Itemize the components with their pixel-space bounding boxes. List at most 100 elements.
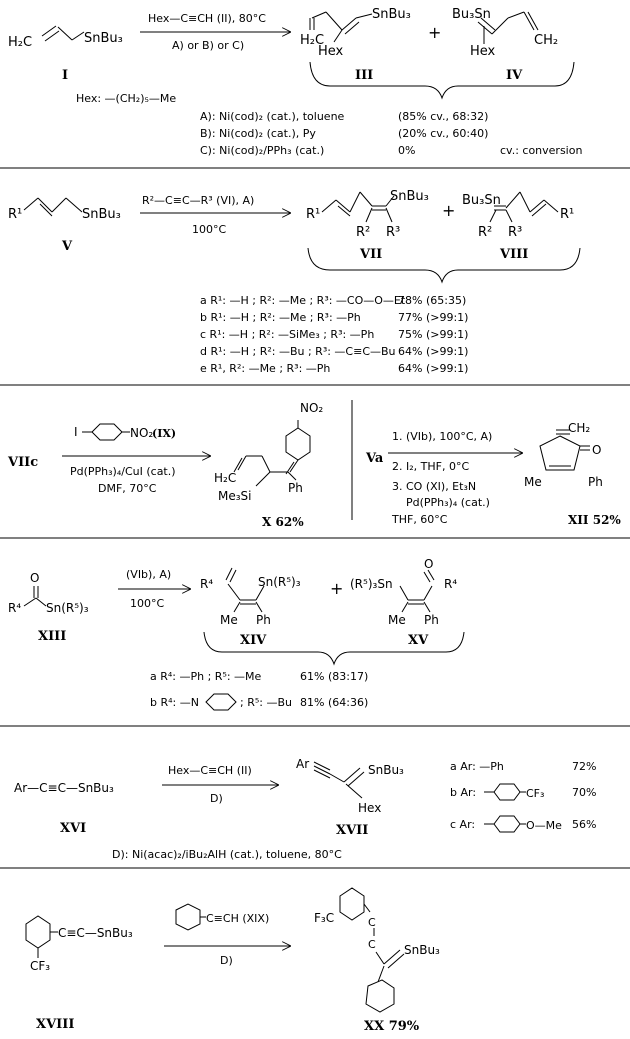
product-xiv-cob bbox=[229, 569, 237, 583]
cond-5: D) bbox=[210, 792, 223, 805]
product-xiv-b1 bbox=[227, 583, 241, 601]
product-vii-b3 bbox=[349, 191, 361, 213]
product-viii-b5 bbox=[543, 199, 559, 213]
reagent-vib: (VIb), A) bbox=[126, 568, 171, 581]
product-iv-b2 bbox=[491, 17, 509, 35]
brace-1 bbox=[309, 61, 575, 100]
entry-2b: b R¹: —H ; R²: —Me ; R³: —Ph bbox=[200, 311, 361, 324]
start-viic: VIIc bbox=[7, 455, 38, 470]
cv-note: cv.: conversion bbox=[500, 144, 582, 157]
product-xiv-co bbox=[225, 567, 233, 581]
entry-2a: a R¹: —H ; R²: —Me ; R³: —CO—O—Et bbox=[200, 294, 406, 307]
product-viii-b6 bbox=[489, 209, 497, 223]
product-xiv-b5 bbox=[255, 601, 263, 613]
label-xiv: XIV bbox=[240, 633, 267, 648]
cond-b: B): Ni(cod)₂ (cat.), Py bbox=[200, 127, 316, 140]
label-i: I bbox=[62, 68, 68, 83]
reactant-xiii-o: O bbox=[30, 571, 39, 585]
conditions-abc: A) or B) or C) bbox=[172, 39, 244, 52]
label-viii: VIII bbox=[499, 247, 528, 262]
product-iv-b3 bbox=[507, 11, 525, 19]
scheme-1: H₂C SnBu₃ I Hex—C≡CH (II), 80°C A) or B)… bbox=[8, 7, 582, 157]
product-iv-hex: Hex bbox=[470, 44, 496, 59]
entry-2d: d R¹: —H ; R²: —Bu ; R³: —C≡C—Bu bbox=[200, 345, 396, 358]
ar-a: a Ar: —Ph bbox=[450, 760, 504, 773]
product-vii-r1: R¹ bbox=[306, 207, 320, 222]
reagent-ix-no2: NO₂ bbox=[130, 426, 153, 440]
product-xiv-b4 bbox=[233, 601, 241, 613]
product-xvii-b3b bbox=[347, 771, 365, 787]
cond-c-result: 0% bbox=[398, 144, 415, 157]
product-xx-c2: C bbox=[368, 938, 376, 951]
product-x-me3si: Me₃Si bbox=[218, 489, 252, 503]
product-iii-sn: SnBu₃ bbox=[372, 7, 411, 22]
piperidine-ring bbox=[205, 693, 237, 711]
product-xv-sn: (R⁵)₃Sn bbox=[350, 577, 393, 591]
product-x-b6 bbox=[261, 455, 271, 473]
product-x-b8b bbox=[233, 457, 243, 473]
product-iii-h2c: H₂C bbox=[300, 33, 324, 48]
product-vii-b7 bbox=[365, 207, 373, 223]
product-iii-b4 bbox=[341, 17, 357, 31]
product-x-no2: NO₂ bbox=[300, 401, 323, 415]
product-xii-ring bbox=[539, 435, 581, 471]
cond-d-def: D): Ni(acac)₂/iBu₂AlH (cat.), toluene, 8… bbox=[112, 848, 342, 861]
product-vii-b2b bbox=[337, 205, 351, 217]
product-xv-me: Me bbox=[388, 613, 406, 627]
plus-1: + bbox=[428, 23, 441, 42]
hex-definition: Hex: —(CH₂)₅—Me bbox=[76, 92, 176, 105]
product-xx-ring-cyclohexenyl bbox=[365, 979, 395, 1013]
product-xx-b4 bbox=[377, 965, 385, 983]
label-xv: XV bbox=[408, 633, 429, 648]
label-xiii: XIII bbox=[38, 629, 66, 644]
ar-a-yield: 72% bbox=[572, 760, 596, 773]
product-xv-cob bbox=[427, 569, 435, 581]
scheme-6: C≡C—SnBu₃ CF₃ XVIII C≡CH (XIX) D) F₃C C … bbox=[25, 887, 440, 1034]
label-xii: XII 52% bbox=[568, 513, 621, 527]
reagent-xix-ring bbox=[175, 903, 201, 931]
product-xv-ph: Ph bbox=[424, 613, 439, 627]
product-viii-b4b bbox=[531, 203, 547, 217]
label-x: X 62% bbox=[262, 515, 304, 529]
product-iv-sn: Bu₃Sn bbox=[452, 7, 491, 22]
product-xx-b3 bbox=[383, 949, 401, 965]
product-xv-b4 bbox=[401, 601, 409, 613]
entry-4a-yield: 61% (83:17) bbox=[300, 670, 368, 683]
product-xvii-hex: Hex bbox=[358, 801, 381, 815]
reactant-i-sn: SnBu₃ bbox=[84, 31, 123, 46]
product-xv-b1 bbox=[399, 585, 409, 601]
ar-b-yield: 70% bbox=[572, 786, 596, 799]
product-xv-r4: R⁴ bbox=[444, 577, 457, 591]
reactant-i-bond-1b bbox=[44, 30, 60, 42]
product-xv-o: O bbox=[424, 557, 433, 571]
product-viii-r3: R³ bbox=[508, 225, 522, 240]
ar-c-ring bbox=[493, 815, 521, 833]
product-x-ring bbox=[285, 427, 311, 461]
product-iv-b4 bbox=[523, 11, 535, 31]
product-xvii-sn: SnBu₃ bbox=[368, 763, 404, 777]
label-iii: III bbox=[355, 68, 373, 83]
product-xx-b3b bbox=[387, 953, 405, 969]
product-xv-b5 bbox=[423, 601, 431, 613]
entry-2d-yield: 64% (>99:1) bbox=[398, 345, 468, 358]
product-viii-b4 bbox=[529, 199, 545, 213]
product-x-b8 bbox=[237, 455, 247, 471]
reactant-xiii-sn: Sn(R⁵)₃ bbox=[46, 601, 89, 615]
product-xvii-b1c bbox=[313, 761, 331, 771]
reactant-v-b2 bbox=[37, 197, 53, 213]
plus-2: + bbox=[442, 201, 455, 220]
scheme-5: Ar—C≡C—SnBu₃ XVI Hex—C≡CH (II) D) Ar SnB… bbox=[14, 757, 596, 861]
entry-2b-yield: 77% (>99:1) bbox=[398, 311, 468, 324]
product-xiv-b3 bbox=[255, 585, 265, 601]
product-xx-sn: SnBu₃ bbox=[404, 943, 440, 957]
cond-a: A): Ni(cod)₂ (cat.), toluene bbox=[200, 110, 345, 123]
product-x-ph: Ph bbox=[288, 481, 303, 495]
ar-c-yield: 56% bbox=[572, 818, 596, 831]
product-vii-b2 bbox=[335, 199, 351, 213]
cond-c: C): Ni(cod)₂/PPh₃ (cat.) bbox=[200, 144, 324, 157]
start-va: Va bbox=[365, 451, 384, 466]
product-vii-r3: R³ bbox=[386, 225, 400, 240]
product-vii-b6 bbox=[385, 195, 395, 207]
product-iv-ch2: CH₂ bbox=[534, 33, 558, 48]
